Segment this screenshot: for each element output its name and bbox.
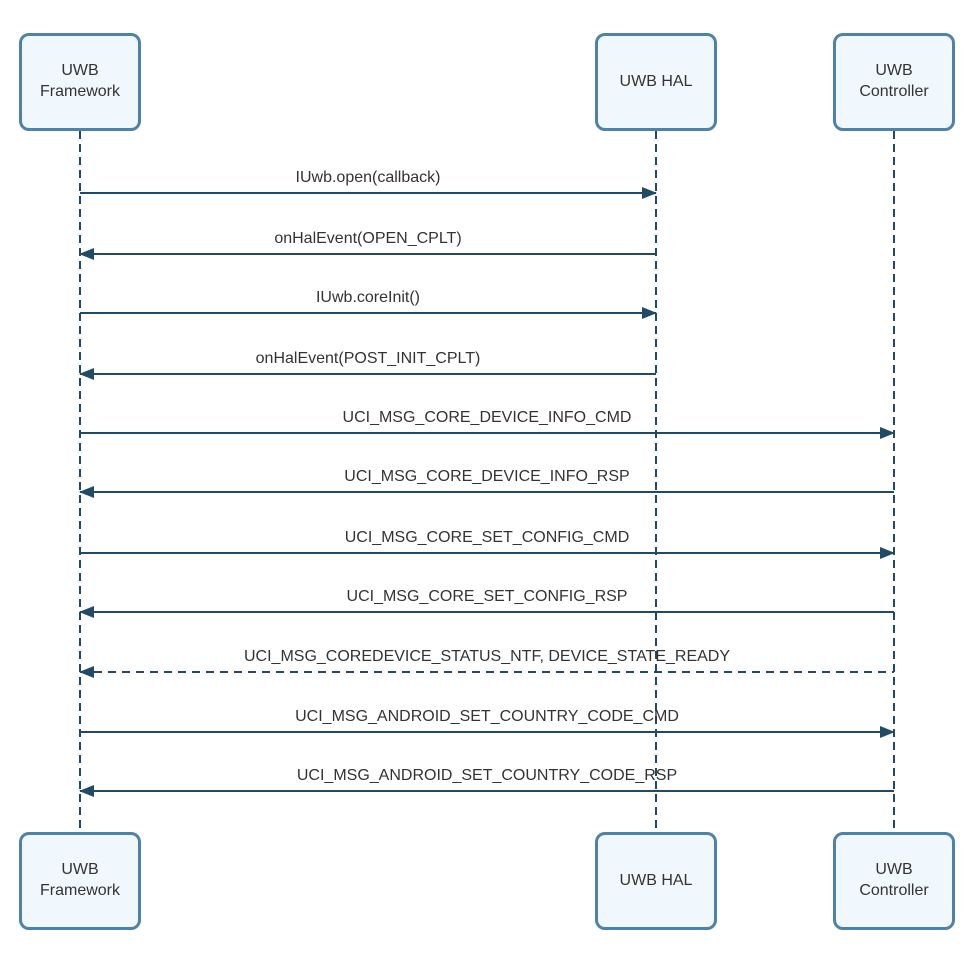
actor-uwb-hal-top: UWB HAL — [595, 33, 717, 131]
message-arrow-line — [80, 671, 894, 673]
arrowhead-icon — [79, 368, 94, 380]
actor-uwb-hal-bottom: UWB HAL — [595, 832, 717, 930]
message-label: UCI_MSG_CORE_DEVICE_INFO_RSP — [344, 468, 630, 485]
message-arrow-line — [80, 790, 894, 792]
message-arrow-line — [80, 491, 894, 493]
arrowhead-icon — [642, 187, 657, 199]
lifeline-uwb-framework — [79, 131, 81, 832]
actor-uwb-controller-top: UWB Controller — [833, 33, 955, 131]
message-label: IUwb.coreInit() — [315, 289, 421, 306]
actor-label: UWB Controller — [859, 861, 929, 899]
lifeline-uwb-controller — [893, 131, 895, 832]
actor-label: UWB HAL — [619, 871, 693, 889]
message-arrow-line — [80, 312, 656, 314]
arrowhead-icon — [880, 547, 895, 559]
arrowhead-icon — [642, 307, 657, 319]
actor-uwb-framework-bottom: UWB Framework — [19, 832, 141, 930]
message-label: UCI_MSG_CORE_SET_CONFIG_RSP — [346, 588, 628, 605]
actor-label: UWB Framework — [39, 62, 120, 100]
arrowhead-icon — [880, 427, 895, 439]
message-label: onHalEvent(POST_INIT_CPLT) — [255, 350, 481, 367]
message-label: UCI_MSG_ANDROID_SET_COUNTRY_CODE_CMD — [295, 708, 679, 725]
actor-label: UWB HAL — [619, 72, 693, 90]
message-label: UCI_MSG_CORE_DEVICE_INFO_CMD — [342, 409, 632, 426]
message-label: UCI_MSG_ANDROID_SET_COUNTRY_CODE_RSP — [296, 767, 678, 784]
message-arrow-line — [80, 611, 894, 613]
message-arrow-line — [80, 552, 894, 554]
arrowhead-icon — [880, 726, 895, 738]
message-arrow-line — [80, 192, 656, 194]
message-arrow-line — [80, 432, 894, 434]
actor-uwb-framework-top: UWB Framework — [19, 33, 141, 131]
actor-label: UWB Framework — [39, 861, 120, 899]
message-label: onHalEvent(OPEN_CPLT) — [274, 230, 462, 247]
message-arrow-line — [80, 731, 894, 733]
arrowhead-icon — [79, 248, 94, 260]
message-label: IUwb.open(callback) — [295, 169, 441, 186]
arrowhead-icon — [79, 785, 94, 797]
arrowhead-icon — [79, 606, 94, 618]
message-label: UCI_MSG_CORE_SET_CONFIG_CMD — [344, 529, 630, 546]
actor-label: UWB Controller — [859, 62, 929, 100]
lifeline-uwb-hal — [655, 131, 657, 832]
arrowhead-icon — [79, 486, 94, 498]
arrowhead-icon — [79, 666, 94, 678]
message-label: UCI_MSG_COREDEVICE_STATUS_NTF, DEVICE_ST… — [243, 648, 731, 665]
message-arrow-line — [80, 253, 656, 255]
actor-uwb-controller-bottom: UWB Controller — [833, 832, 955, 930]
message-arrow-line — [80, 373, 656, 375]
